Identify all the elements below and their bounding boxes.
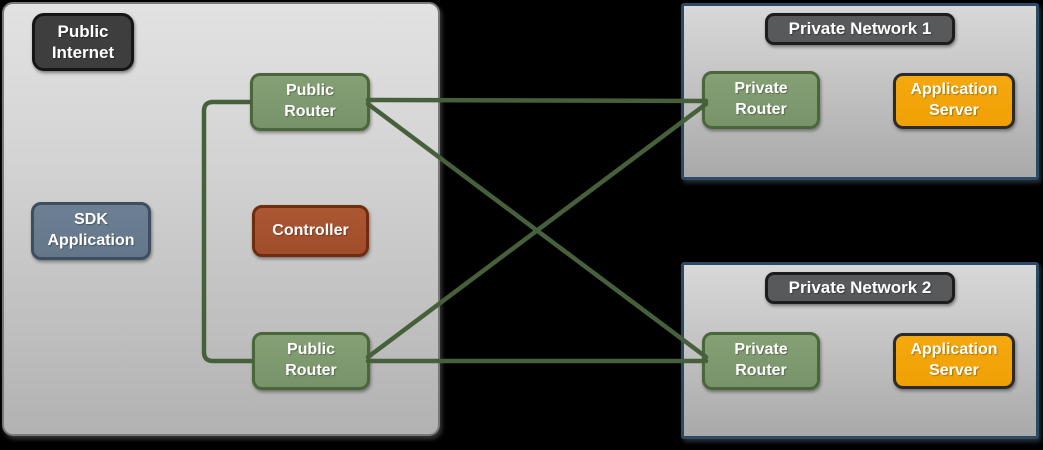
application-server-1-node: Application Server [893,73,1015,129]
application-server-2-node: Application Server [893,333,1015,389]
private-network-2-zone: Private Network 2 Private Router Applica… [681,262,1039,439]
controller-node: Controller [252,205,369,257]
public-router-top-node: Public Router [250,73,370,131]
public-internet-label: Public Internet [32,13,134,71]
private-router-2-node: Private Router [702,332,820,390]
private-network-1-label: Private Network 1 [765,13,955,45]
private-router-1-node: Private Router [702,71,820,129]
private-network-2-label: Private Network 2 [765,272,955,304]
sdk-application-node: SDK Application [31,202,151,260]
public-router-bottom-node: Public Router [252,332,370,390]
public-internet-zone: Public Internet SDK Application Public R… [2,2,440,436]
private-network-1-zone: Private Network 1 Private Router Applica… [681,3,1039,180]
